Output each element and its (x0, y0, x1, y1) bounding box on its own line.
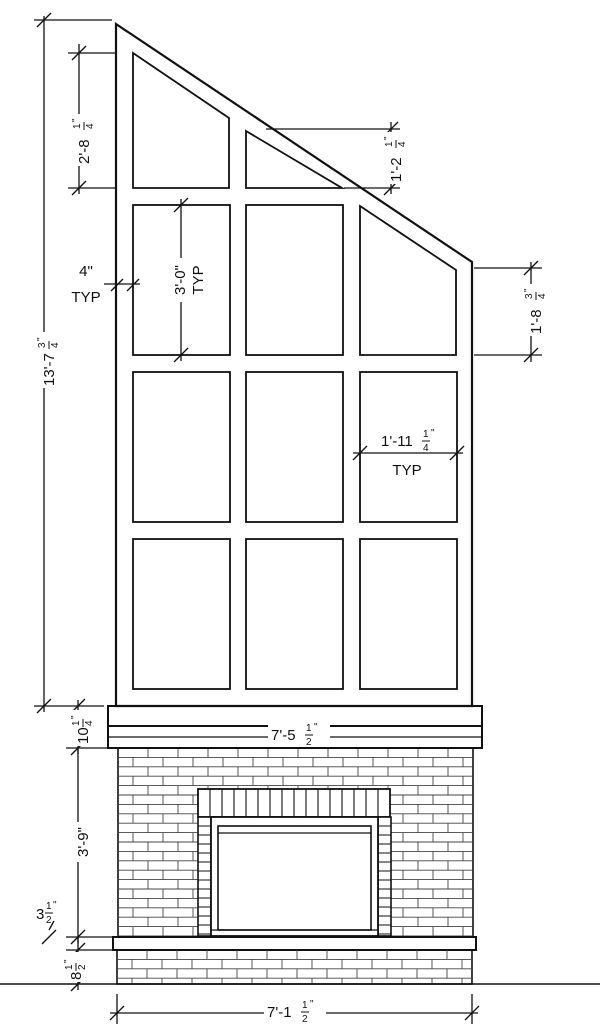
svg-text:TYP: TYP (71, 289, 100, 306)
svg-text:TYP: TYP (392, 462, 421, 479)
svg-text:1'-11: 1'-11 (381, 433, 413, 450)
svg-text:1'-2: 1'-2 (388, 157, 405, 182)
svg-text:1: 1 (423, 429, 429, 440)
window-pane (132, 371, 231, 523)
middle-pane-height-label: 1'-2 1 4 " (383, 132, 408, 184)
svg-text:1: 1 (384, 141, 395, 147)
overall-height-label: 13'-7 3 4 " (36, 332, 61, 388)
mullion-width-label: 4" TYP (71, 263, 100, 306)
top-pane-height-label: 2'-8 1 4 " (71, 114, 96, 166)
window-pane (359, 538, 458, 690)
svg-text:1: 1 (306, 723, 312, 734)
svg-text:2: 2 (77, 964, 88, 970)
svg-text:4: 4 (50, 342, 61, 348)
base-height-label: 8 1 2 " (63, 952, 88, 982)
firebox-header (197, 788, 391, 818)
svg-text:": " (36, 337, 47, 341)
svg-text:3'-9": 3'-9" (75, 827, 92, 857)
svg-text:4: 4 (85, 123, 96, 129)
window-pane-top-right (359, 204, 457, 356)
window-pane (359, 371, 458, 523)
base-width-label: 7'-1 1 2 " (264, 998, 326, 1025)
svg-text:1: 1 (302, 1000, 308, 1011)
window-pane (132, 538, 231, 690)
svg-text:": " (71, 118, 82, 122)
svg-text:8: 8 (68, 972, 85, 980)
window-pane-top-middle (245, 129, 346, 189)
brick-height-label: 3'-9" (70, 822, 92, 862)
svg-text:2'-8: 2'-8 (76, 139, 93, 164)
svg-text:3'-0": 3'-0" (172, 265, 189, 295)
svg-text:4: 4 (423, 443, 429, 454)
svg-text:1'-8: 1'-8 (528, 309, 545, 334)
pane-width-label: 1'-11 1 4 " TYP (379, 428, 437, 479)
hearth-base (116, 949, 473, 985)
svg-text:13'-7: 13'-7 (41, 353, 58, 386)
svg-text:1: 1 (64, 964, 75, 970)
svg-text:": " (53, 900, 57, 911)
window-wall (114, 21, 474, 708)
svg-text:4": 4" (79, 263, 93, 280)
svg-text:4: 4 (537, 293, 548, 299)
svg-text:3: 3 (37, 342, 48, 348)
svg-text:": " (523, 288, 534, 292)
svg-text:2: 2 (306, 737, 312, 748)
svg-text:2: 2 (46, 915, 52, 926)
svg-text:3: 3 (36, 906, 44, 923)
svg-text:": " (314, 722, 318, 733)
hearth-ledge (112, 936, 477, 951)
firebox-opening (210, 816, 379, 937)
svg-text:": " (310, 999, 314, 1010)
svg-text:": " (63, 959, 74, 963)
window-outer-frame (114, 21, 474, 708)
svg-text:": " (70, 715, 81, 719)
svg-text:4: 4 (397, 141, 408, 147)
svg-text:1: 1 (72, 123, 83, 129)
svg-text:1: 1 (46, 901, 52, 912)
svg-text:": " (431, 428, 435, 439)
svg-text:2: 2 (302, 1014, 308, 1025)
pane-height-label: 3'-0" TYP (172, 258, 212, 302)
svg-text:": " (383, 136, 394, 140)
window-pane (245, 371, 344, 523)
svg-text:7'-5: 7'-5 (271, 727, 296, 744)
svg-text:3: 3 (524, 293, 535, 299)
mantel-height-label: 10 1 4 " (70, 710, 95, 746)
svg-text:1: 1 (71, 720, 82, 726)
window-pane-top-left (132, 51, 230, 189)
hearth-height-label: 3 1 2 " (36, 900, 57, 926)
right-side-height-label: 1'-8 3 4 " (523, 284, 548, 336)
svg-text:4: 4 (84, 720, 95, 726)
firebox-jambs (197, 816, 392, 937)
svg-text:10: 10 (75, 727, 92, 744)
svg-text:TYP: TYP (190, 265, 207, 294)
window-pane (245, 538, 344, 690)
svg-text:7'-1: 7'-1 (267, 1004, 292, 1021)
mantel-width-label: 7'-5 1 2 " (268, 722, 330, 748)
window-pane (245, 204, 344, 356)
